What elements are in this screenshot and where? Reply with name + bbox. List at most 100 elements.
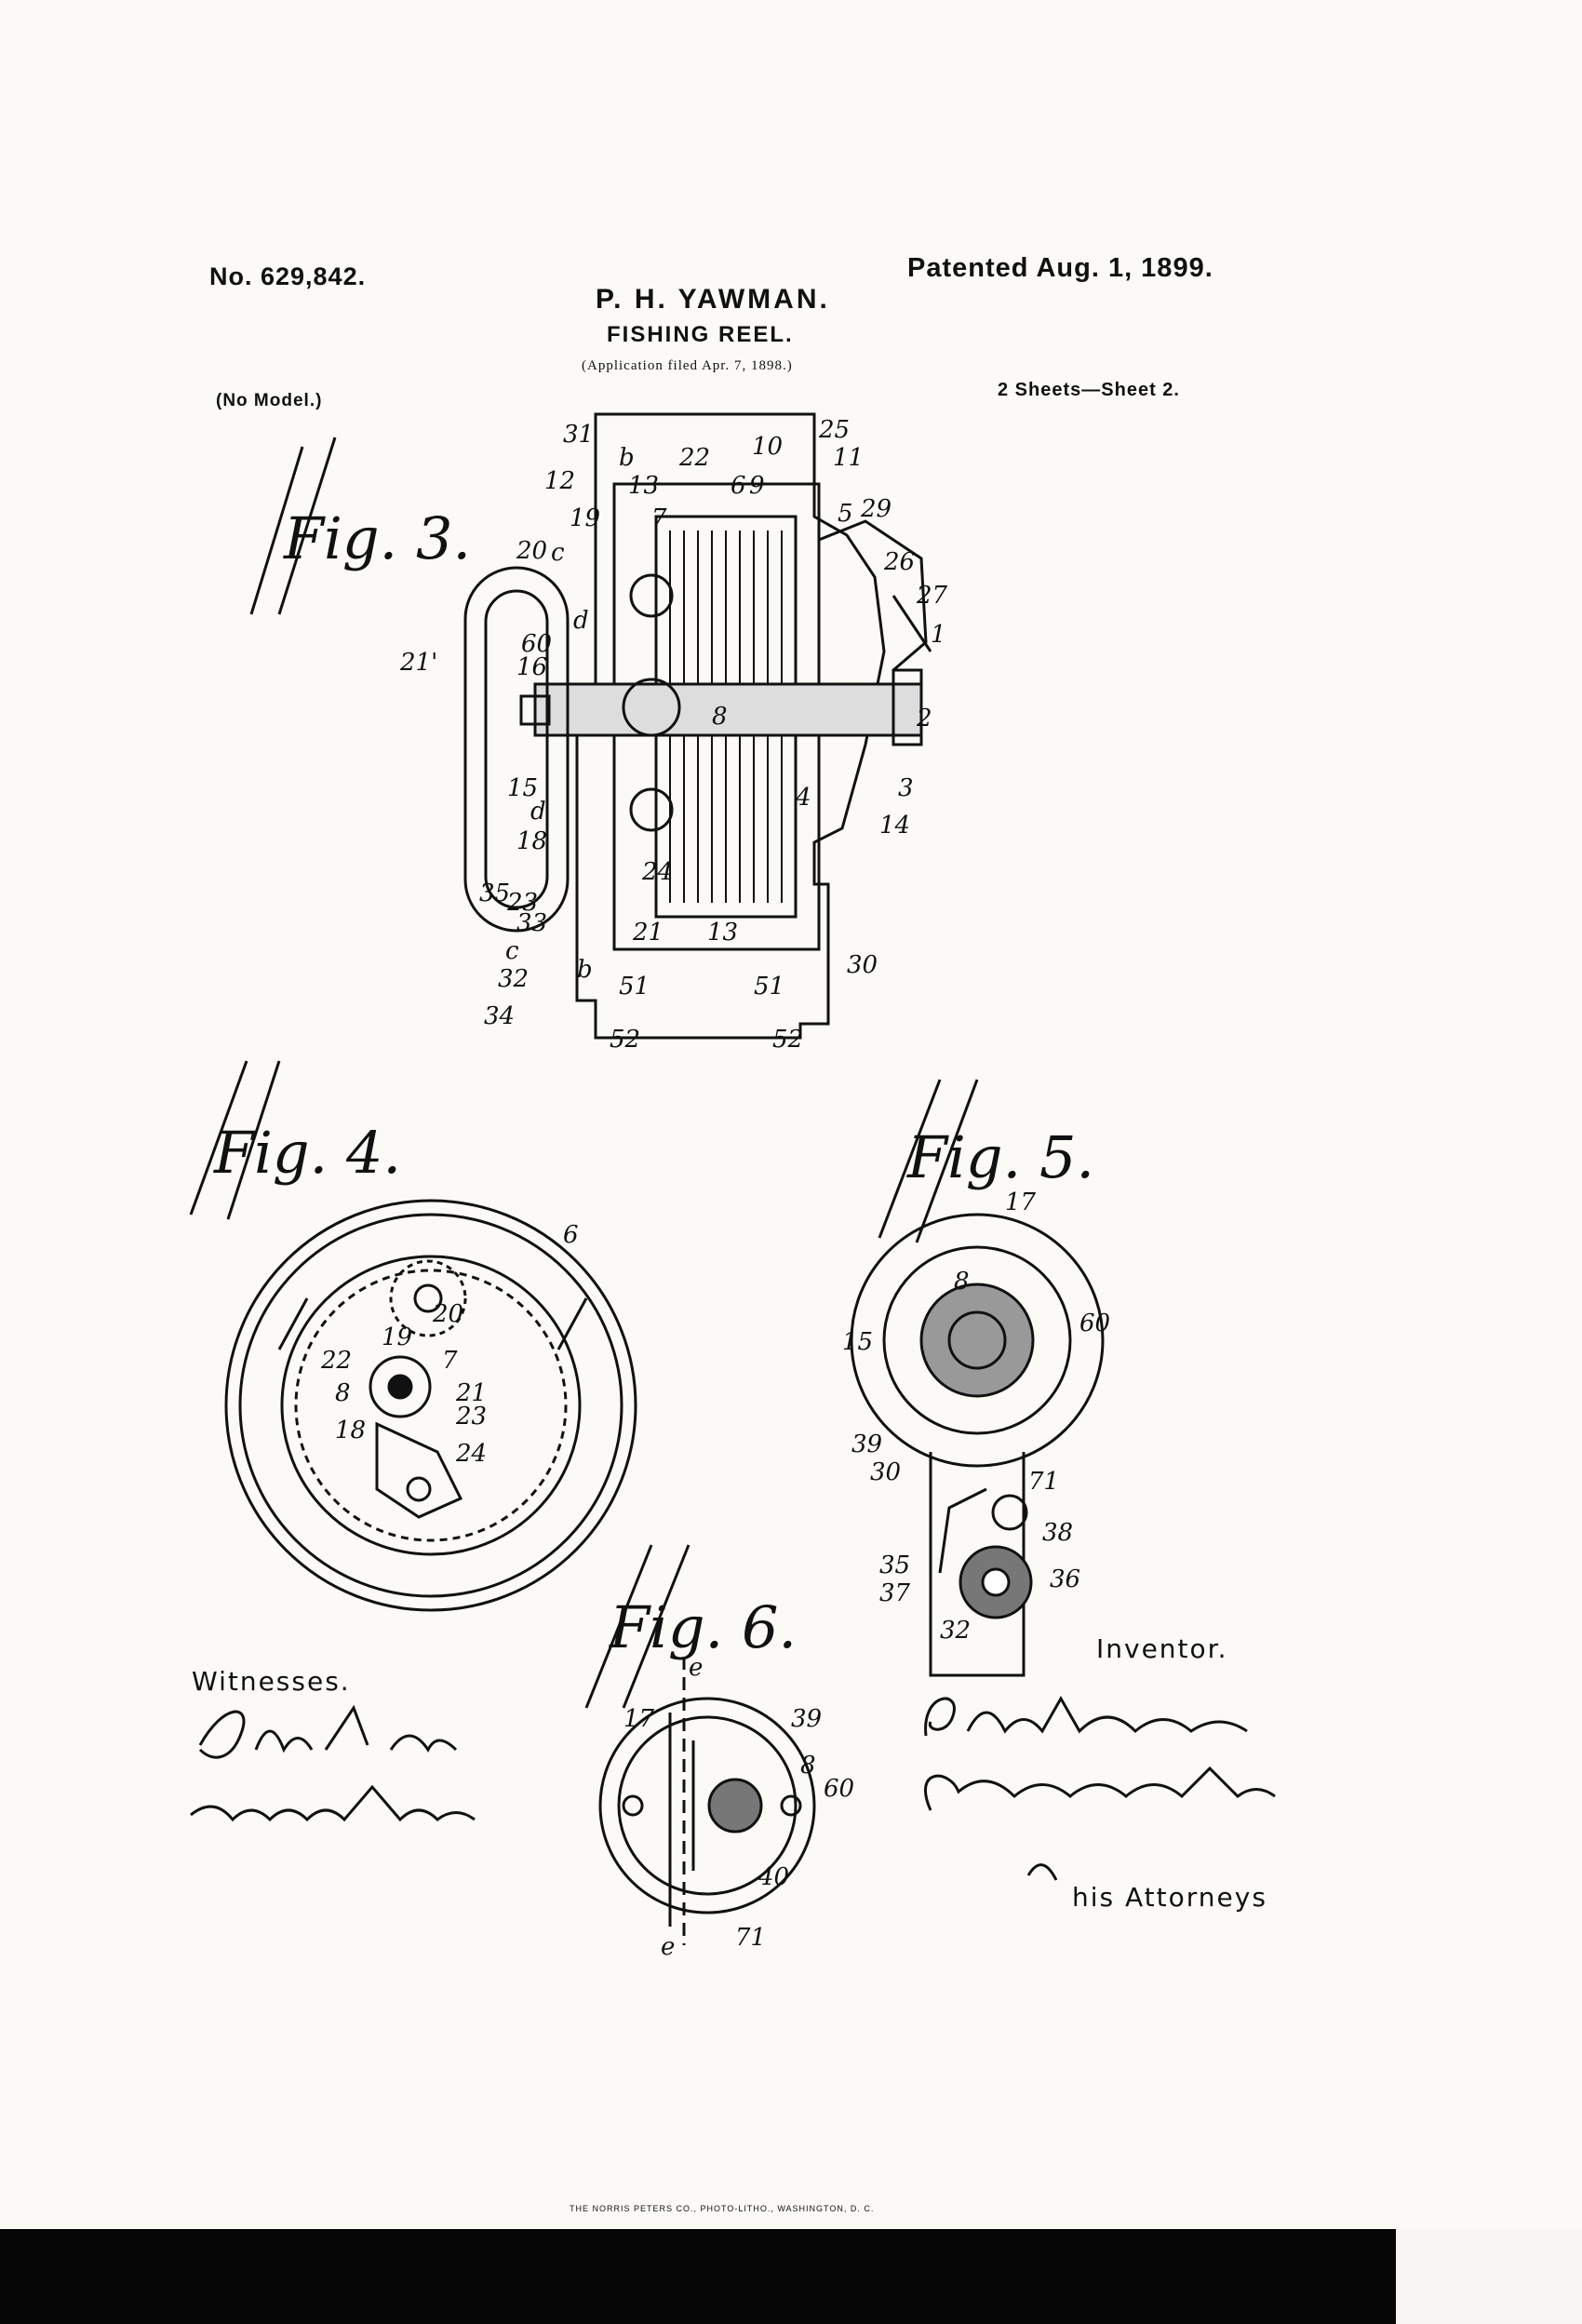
svg-text:71: 71 bbox=[1028, 1468, 1059, 1496]
svg-text:23: 23 bbox=[506, 889, 538, 917]
fig3-label: Fig. 3. bbox=[283, 504, 471, 572]
svg-text:7: 7 bbox=[442, 1347, 458, 1375]
svg-text:22: 22 bbox=[320, 1347, 352, 1375]
fig6-label: Fig. 6. bbox=[609, 1593, 797, 1661]
fig4-label: Fig. 4. bbox=[213, 1119, 401, 1187]
application-filed: (Application filed Apr. 7, 1898.) bbox=[582, 358, 793, 373]
svg-text:2: 2 bbox=[916, 705, 932, 732]
figure-6-drawing: Fig. 6. bbox=[584, 1544, 816, 1945]
svg-text:27: 27 bbox=[916, 582, 948, 610]
svg-text:b: b bbox=[619, 444, 635, 472]
svg-text:51: 51 bbox=[754, 973, 784, 1001]
fig4-numbers: 6 20 19 7 22 21 8 23 18 24 bbox=[320, 1221, 579, 1468]
svg-text:c: c bbox=[551, 539, 565, 567]
svg-text:33: 33 bbox=[516, 909, 547, 937]
svg-text:5: 5 bbox=[838, 500, 853, 528]
svg-text:4: 4 bbox=[795, 784, 811, 812]
svg-text:17: 17 bbox=[1005, 1189, 1037, 1216]
svg-text:8: 8 bbox=[954, 1268, 970, 1296]
svg-text:1: 1 bbox=[931, 621, 946, 649]
svg-text:d: d bbox=[573, 607, 589, 635]
svg-text:52: 52 bbox=[610, 1026, 640, 1054]
svg-text:39: 39 bbox=[791, 1705, 822, 1733]
svg-text:20: 20 bbox=[432, 1300, 463, 1328]
svg-text:d: d bbox=[530, 798, 546, 826]
svg-text:15: 15 bbox=[507, 774, 538, 802]
svg-text:11: 11 bbox=[833, 444, 864, 472]
printer-imprint: THE NORRIS PETERS CO., PHOTO-LITHO., WAS… bbox=[570, 2204, 875, 2213]
svg-text:51: 51 bbox=[619, 973, 650, 1001]
svg-text:c: c bbox=[505, 937, 519, 965]
inventor-signatures bbox=[924, 1695, 1276, 1881]
model-note: (No Model.) bbox=[216, 391, 323, 410]
svg-text:13: 13 bbox=[707, 919, 738, 947]
svg-text:b: b bbox=[577, 956, 593, 984]
svg-text:8: 8 bbox=[800, 1752, 816, 1780]
svg-text:20: 20 bbox=[516, 537, 547, 565]
svg-text:e: e bbox=[689, 1654, 703, 1682]
svg-text:7: 7 bbox=[651, 504, 667, 532]
scan-edge-band bbox=[0, 2229, 1582, 2324]
svg-text:22: 22 bbox=[678, 444, 710, 472]
svg-text:19: 19 bbox=[382, 1323, 412, 1351]
svg-text:e: e bbox=[661, 1933, 675, 1961]
inventor-name: P. H. YAWMAN. bbox=[596, 284, 830, 315]
patent-number: No. 629,842. bbox=[209, 262, 367, 290]
svg-text:8: 8 bbox=[335, 1379, 351, 1407]
inventor-label: Inventor. bbox=[1096, 1633, 1228, 1664]
witnesses-label: Witnesses. bbox=[192, 1666, 351, 1697]
svg-text:38: 38 bbox=[1042, 1519, 1073, 1547]
svg-text:37: 37 bbox=[879, 1579, 911, 1607]
patent-title: FISHING REEL. bbox=[607, 322, 794, 347]
svg-text:29: 29 bbox=[860, 495, 892, 523]
svg-text:16: 16 bbox=[516, 653, 547, 681]
svg-text:39: 39 bbox=[851, 1431, 882, 1458]
svg-text:35: 35 bbox=[879, 1552, 910, 1579]
svg-text:21': 21' bbox=[399, 649, 437, 677]
svg-text:34: 34 bbox=[484, 1002, 515, 1030]
svg-text:8: 8 bbox=[712, 703, 728, 731]
svg-text:6: 6 bbox=[563, 1221, 579, 1249]
figure-3-drawing: Fig. 3. bbox=[249, 412, 932, 1040]
svg-text:12: 12 bbox=[544, 467, 575, 495]
svg-text:26: 26 bbox=[883, 548, 915, 576]
svg-text:6: 6 bbox=[731, 472, 746, 500]
svg-text:24: 24 bbox=[455, 1440, 487, 1468]
svg-text:3: 3 bbox=[898, 774, 914, 802]
svg-text:32: 32 bbox=[940, 1617, 971, 1645]
svg-text:40: 40 bbox=[757, 1863, 789, 1891]
svg-text:30: 30 bbox=[870, 1458, 901, 1486]
figure-4-drawing: Fig. 4. bbox=[189, 1060, 637, 1612]
svg-text:23: 23 bbox=[455, 1403, 487, 1431]
svg-text:9: 9 bbox=[749, 472, 765, 500]
svg-text:18: 18 bbox=[516, 827, 547, 855]
svg-text:14: 14 bbox=[879, 812, 910, 840]
figure-5-drawing: Fig. 5. bbox=[850, 1079, 1105, 1677]
svg-text:36: 36 bbox=[1050, 1565, 1080, 1593]
patented-date: Patented Aug. 1, 1899. bbox=[907, 253, 1213, 283]
svg-text:18: 18 bbox=[335, 1417, 366, 1444]
svg-text:21: 21 bbox=[455, 1379, 487, 1407]
svg-text:60: 60 bbox=[521, 630, 552, 658]
svg-text:52: 52 bbox=[772, 1026, 803, 1054]
svg-text:60: 60 bbox=[1079, 1310, 1110, 1337]
svg-text:17: 17 bbox=[623, 1705, 655, 1733]
svg-text:19: 19 bbox=[570, 504, 600, 532]
svg-text:24: 24 bbox=[641, 858, 673, 886]
witness-signatures bbox=[190, 1704, 476, 1822]
svg-text:35: 35 bbox=[479, 880, 510, 907]
svg-text:21: 21 bbox=[632, 919, 664, 947]
attorneys-label: his Attorneys bbox=[1072, 1882, 1267, 1913]
svg-text:30: 30 bbox=[847, 951, 878, 979]
svg-text:13: 13 bbox=[628, 472, 659, 500]
svg-text:25: 25 bbox=[818, 416, 850, 444]
scan-edge-margin bbox=[1396, 2229, 1582, 2324]
svg-text:31: 31 bbox=[563, 421, 594, 449]
sheet-count: 2 Sheets—Sheet 2. bbox=[998, 380, 1180, 400]
svg-text:71: 71 bbox=[735, 1924, 766, 1952]
